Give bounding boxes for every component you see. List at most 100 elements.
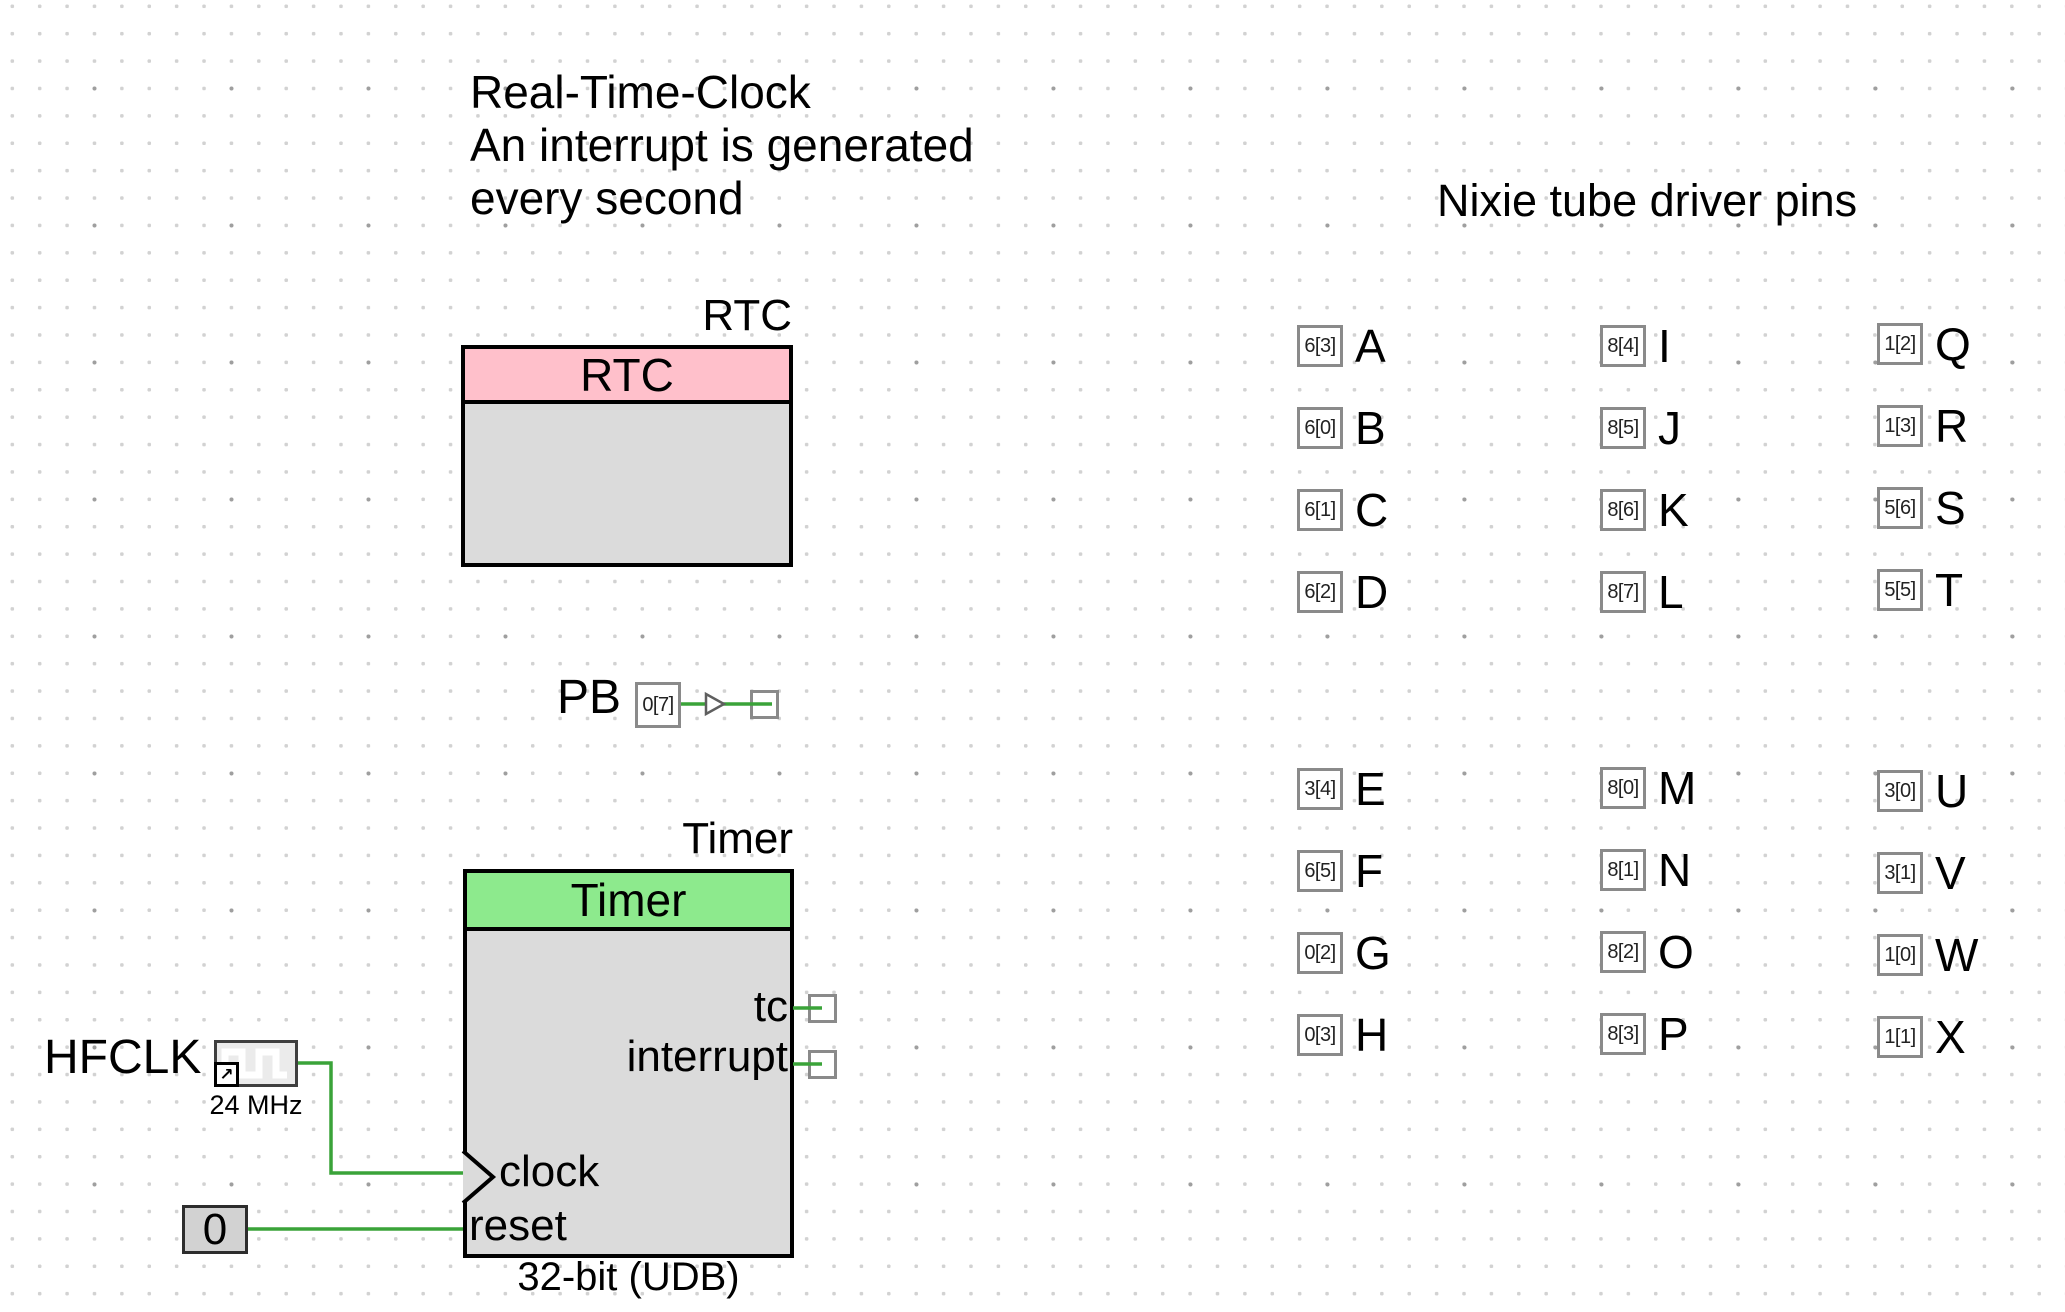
hfclk-frequency-label: 24 MHz <box>209 1090 303 1120</box>
timer-subtitle: 32-bit (UDB) <box>517 1255 740 1299</box>
pin-name-label: K <box>1658 484 1689 536</box>
pin-item[interactable]: 5[5] T <box>1877 564 1971 616</box>
pin-name-label: O <box>1658 926 1694 978</box>
pin-column-IL: 8[4] I 8[5] J 8[6] K 8[7] L <box>1600 320 1689 618</box>
pin-port-box[interactable]: 5[6] <box>1877 487 1923 529</box>
pin-name-label: U <box>1935 765 1969 817</box>
pb-pin-box[interactable]: 0[7] <box>635 682 681 728</box>
pb-buffer-triangle-icon <box>704 691 727 717</box>
pin-item[interactable]: 8[1]N <box>1600 844 1696 896</box>
pin-port-box[interactable]: 8[4] <box>1600 325 1646 367</box>
pin-name-label: D <box>1355 566 1389 618</box>
pin-name-label: T <box>1935 564 1964 616</box>
pin-port-label: 3[0] <box>1884 779 1916 802</box>
pin-item[interactable]: 3[0] U <box>1877 765 1978 817</box>
pin-port-box[interactable]: 3[1] <box>1877 852 1923 894</box>
pin-port-label: 3[1] <box>1884 861 1916 884</box>
pin-item[interactable]: 3[4] E <box>1297 763 1391 815</box>
annotation-text: Real-Time-Clock An interrupt is generate… <box>470 66 974 225</box>
pin-port-box[interactable]: 6[1] <box>1297 489 1343 531</box>
pin-port-box[interactable]: 6[3] <box>1297 325 1343 367</box>
pin-item[interactable]: 8[0] M <box>1600 762 1696 814</box>
pin-item[interactable]: 1[2]Q <box>1877 318 1971 370</box>
pin-port-label: 5[6] <box>1884 496 1916 519</box>
annotation-line-2: An interrupt is generated <box>470 119 974 171</box>
pin-item[interactable]: 8[2] O <box>1600 926 1696 978</box>
pin-port-box[interactable]: 8[2] <box>1600 931 1646 973</box>
pin-port-box[interactable]: 8[7] <box>1600 571 1646 613</box>
pin-item[interactable]: 8[4] I <box>1600 320 1689 372</box>
rtc-component[interactable]: RTC <box>461 345 793 567</box>
pin-port-label: 8[2] <box>1607 940 1639 963</box>
pin-item[interactable]: 1[3] R <box>1877 400 1971 452</box>
tc-terminal-square[interactable] <box>808 994 837 1023</box>
pin-name-label: E <box>1355 763 1386 815</box>
timer-output-interrupt-label: interrupt <box>626 1032 788 1081</box>
pin-column-QT: 1[2]Q 1[3] R 5[6]S 5[5] T <box>1877 318 1971 616</box>
pin-port-box[interactable]: 8[5] <box>1600 407 1646 449</box>
pin-port-box[interactable]: 8[1] <box>1600 849 1646 891</box>
pin-column-AD: 6[3] A 6[0] B 6[1]C 6[2] D <box>1297 320 1388 618</box>
pin-item[interactable]: 6[0] B <box>1297 402 1388 454</box>
pin-port-box[interactable]: 1[1] <box>1877 1016 1923 1058</box>
pin-name-label: X <box>1935 1011 1966 1063</box>
pin-port-box[interactable]: 1[0] <box>1877 934 1923 976</box>
pin-item[interactable]: 1[0] W <box>1877 929 1978 981</box>
pin-item[interactable]: 6[3] A <box>1297 320 1388 372</box>
pin-name-label: J <box>1658 402 1681 454</box>
hfclk-clock-component[interactable]: ↗ <box>214 1040 298 1087</box>
pin-port-box[interactable]: 0[3] <box>1297 1014 1343 1056</box>
pin-port-box[interactable]: 8[3] <box>1600 1013 1646 1055</box>
pin-port-label: 1[2] <box>1884 332 1916 355</box>
pin-item[interactable]: 8[5] J <box>1600 402 1689 454</box>
pin-item[interactable]: 0[2]G <box>1297 927 1391 979</box>
logic-low-component[interactable]: 0 <box>182 1205 248 1254</box>
pin-name-label: I <box>1658 320 1671 372</box>
hfclk-to-clock-wire[interactable] <box>298 1061 468 1175</box>
pin-name-label: L <box>1658 566 1684 618</box>
pin-port-label: 6[3] <box>1304 334 1336 357</box>
pin-item[interactable]: 6[2] D <box>1297 566 1388 618</box>
pin-port-box[interactable]: 0[2] <box>1297 932 1343 974</box>
pin-port-box[interactable]: 3[0] <box>1877 770 1923 812</box>
rtc-component-title: RTC <box>465 349 789 404</box>
pin-port-box[interactable]: 8[6] <box>1600 489 1646 531</box>
pin-port-box[interactable]: 6[0] <box>1297 407 1343 449</box>
timer-output-tc-label: tc <box>753 982 788 1031</box>
pin-item[interactable]: 8[3]P <box>1600 1008 1696 1060</box>
nixie-heading: Nixie tube driver pins <box>1437 175 1858 226</box>
pin-item[interactable]: 6[5]F <box>1297 845 1391 897</box>
pin-column-MP: 8[0] M 8[1]N 8[2] O 8[3]P <box>1600 762 1696 1060</box>
pin-name-label: A <box>1355 320 1386 372</box>
pin-name-label: B <box>1355 402 1386 454</box>
pin-port-box[interactable]: 5[5] <box>1877 569 1923 611</box>
pb-terminal-square[interactable] <box>750 690 779 719</box>
pin-port-box[interactable]: 6[5] <box>1297 850 1343 892</box>
pin-port-label: 0[3] <box>1304 1023 1336 1046</box>
pin-port-label: 8[6] <box>1607 498 1639 521</box>
pin-item[interactable]: 8[6] K <box>1600 484 1689 536</box>
pin-item[interactable]: 8[7] L <box>1600 566 1689 618</box>
pin-name-label: R <box>1935 400 1969 452</box>
pin-item[interactable]: 1[1] X <box>1877 1011 1978 1063</box>
pin-port-box[interactable]: 6[2] <box>1297 571 1343 613</box>
pin-port-box[interactable]: 1[2] <box>1877 323 1923 365</box>
rtc-instance-label: RTC <box>702 291 792 340</box>
pin-item[interactable]: 6[1]C <box>1297 484 1388 536</box>
interrupt-terminal-square[interactable] <box>808 1050 837 1079</box>
pin-name-label: M <box>1658 762 1697 814</box>
pin-port-box[interactable]: 8[0] <box>1600 767 1646 809</box>
pin-item[interactable]: 0[3]H <box>1297 1009 1391 1061</box>
existing-clock-arrow-icon: ↗ <box>214 1062 239 1087</box>
pin-port-label: 8[0] <box>1607 776 1639 799</box>
pin-name-label: W <box>1935 929 1979 981</box>
pin-port-box[interactable]: 1[3] <box>1877 405 1923 447</box>
pin-port-label: 1[0] <box>1884 943 1916 966</box>
pin-port-label: 8[5] <box>1607 416 1639 439</box>
pin-port-label: 1[3] <box>1884 414 1916 437</box>
pin-item[interactable]: 5[6]S <box>1877 482 1971 534</box>
timer-component[interactable]: Timer <box>463 869 794 1258</box>
pin-item[interactable]: 3[1]V <box>1877 847 1978 899</box>
pin-port-box[interactable]: 3[4] <box>1297 768 1343 810</box>
